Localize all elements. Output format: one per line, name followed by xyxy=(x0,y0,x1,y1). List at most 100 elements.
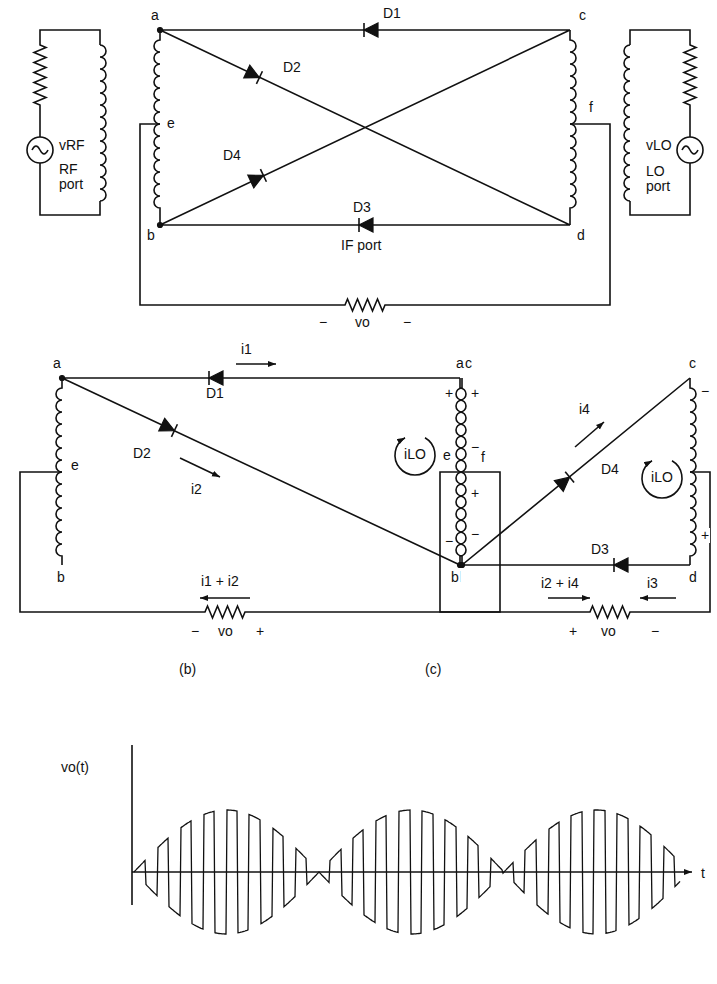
diode-name: D4 xyxy=(600,462,620,477)
current-arrow xyxy=(548,597,590,599)
polarity-sign: − xyxy=(470,440,480,455)
polarity-sign: − xyxy=(470,527,480,542)
node-letter: e xyxy=(166,116,176,131)
polarity-sign: − xyxy=(318,315,328,330)
current-arrow xyxy=(640,597,676,599)
polarity-sign: + xyxy=(470,386,480,401)
diode-name: D2 xyxy=(132,446,152,461)
vertical-axis xyxy=(131,745,133,905)
time-axis xyxy=(132,871,692,873)
polarity-sign: − xyxy=(402,315,412,330)
diode-name: D1 xyxy=(382,6,402,21)
current-label: i2 xyxy=(190,482,203,497)
node-letter: a xyxy=(455,356,465,371)
current-label: i1 + i2 xyxy=(200,574,240,589)
polarity-sign: + xyxy=(568,624,578,639)
lo-secondary-coil xyxy=(570,30,576,225)
diode-symbol xyxy=(248,169,267,188)
current-label: i1 xyxy=(240,342,253,357)
node-letter: b xyxy=(146,228,156,243)
loop-current-arrow xyxy=(395,438,435,475)
node-letter: a xyxy=(150,8,160,23)
current-arrow xyxy=(180,458,220,477)
ring-wire xyxy=(160,30,570,225)
signal-name: vo xyxy=(354,315,371,330)
lo-loop-wire xyxy=(630,30,696,137)
node-letter: b xyxy=(56,570,66,585)
junction-dot xyxy=(158,223,163,228)
node-letter: f xyxy=(480,450,486,465)
node-letter: c xyxy=(688,356,697,371)
diode-symbol xyxy=(159,418,178,437)
diode-name: D3 xyxy=(590,542,610,557)
rf-loop-wire xyxy=(34,30,100,137)
diode-symbol xyxy=(359,218,373,232)
if-wire xyxy=(20,472,500,618)
port-name: IF port xyxy=(340,238,382,253)
lo-loop-wire xyxy=(630,163,690,215)
polarity-sign: + xyxy=(470,486,480,501)
diode-symbol xyxy=(614,558,628,572)
port-name: RF port xyxy=(58,162,94,193)
axis-label: t xyxy=(700,866,706,881)
current-label: i3 xyxy=(646,576,659,591)
rf-source-wave xyxy=(32,146,48,154)
diode-symbol xyxy=(364,23,378,37)
polarity-sign: + xyxy=(700,528,710,543)
current-label: iLO xyxy=(403,447,427,462)
ring-wire xyxy=(62,378,460,565)
diode-name: D3 xyxy=(352,200,372,215)
lo-source xyxy=(677,137,703,163)
current-arrow xyxy=(236,363,276,365)
polarity-sign: − xyxy=(650,624,660,639)
diode-name: D1 xyxy=(205,386,225,401)
polarity-sign: + xyxy=(444,386,454,401)
loop-current-arrow xyxy=(642,461,682,498)
diode-symbol xyxy=(209,371,223,385)
node-letter: e xyxy=(442,448,452,463)
junction-dot xyxy=(460,563,465,568)
polarity-sign: − xyxy=(444,534,454,549)
signal-name: vRF xyxy=(58,138,86,153)
lo-source-wave xyxy=(682,146,698,154)
signal-name: vo xyxy=(217,624,234,639)
axis-label: vo(t) xyxy=(60,760,90,775)
diode-name: D4 xyxy=(222,148,242,163)
node-letter: a xyxy=(52,356,62,371)
signal-name: vo xyxy=(600,624,617,639)
diode-symbol xyxy=(244,65,263,84)
port-name: LO port xyxy=(645,164,681,195)
rf-secondary-coil xyxy=(154,30,160,225)
figure-tag: (c) xyxy=(424,662,442,677)
output-waveform xyxy=(134,810,680,934)
rf-source xyxy=(27,137,53,163)
if-wire xyxy=(440,472,710,618)
figure-tag: (b) xyxy=(178,662,197,677)
if-wire xyxy=(140,124,610,311)
ring-wire xyxy=(462,378,690,565)
node-letter: d xyxy=(576,228,586,243)
signal-name: vLO xyxy=(645,138,673,153)
rf-loop-wire xyxy=(40,163,100,215)
current-arrow xyxy=(575,422,604,447)
polarity-sign: + xyxy=(255,624,265,639)
node-letter: f xyxy=(588,100,594,115)
polarity-sign: − xyxy=(190,624,200,639)
current-label: i2 + i4 xyxy=(540,576,580,591)
junction-dot xyxy=(60,376,65,381)
lo-primary-coil xyxy=(624,45,630,201)
node-letter: e xyxy=(70,458,80,473)
node-letter: c xyxy=(464,356,473,371)
rf-primary-coil xyxy=(100,45,106,201)
polarity-sign: − xyxy=(700,384,710,399)
node-letter: c xyxy=(578,8,587,23)
junction-dot xyxy=(158,28,163,33)
node-letter: d xyxy=(688,570,698,585)
current-label: i4 xyxy=(578,402,591,417)
diode-name: D2 xyxy=(282,60,302,75)
node-letter: b xyxy=(450,570,460,585)
current-label: iLO xyxy=(650,470,674,485)
current-arrow xyxy=(200,597,250,599)
diode-symbol xyxy=(554,472,574,492)
